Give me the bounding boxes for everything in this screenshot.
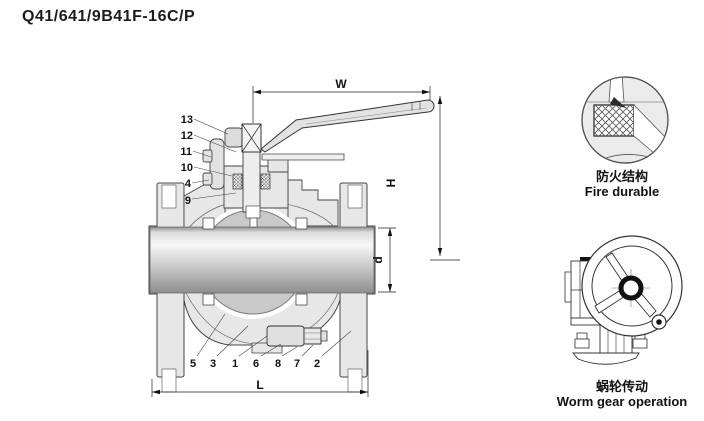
- ball-seats: [202, 217, 308, 306]
- gland-bolt-assembly: [202, 138, 225, 190]
- valve-cross-section: [148, 99, 435, 393]
- dim-label-W: W: [335, 77, 347, 91]
- dim-label-H: H: [384, 179, 398, 188]
- part-label-10: 10: [181, 162, 193, 174]
- part-label-12: 12: [181, 130, 193, 142]
- dimension-lines: [151, 86, 460, 397]
- page-title: Q41/641/9B41F-16C/P: [22, 8, 196, 25]
- part-label-5: 5: [190, 358, 196, 370]
- stem-nut-left: [224, 127, 244, 148]
- part-label-4: 4: [185, 178, 192, 190]
- part-label-2: 2: [314, 358, 320, 370]
- ball-stem-slot: [245, 205, 261, 228]
- handle-stop-plate: [261, 153, 345, 161]
- part-label-11: 11: [180, 146, 192, 158]
- part-label-7: 7: [294, 358, 300, 370]
- worm-gear-label-zh: 蜗轮传动: [596, 379, 648, 394]
- part-numbers-bottom: 5 3 1 6 8 7 2: [190, 358, 320, 370]
- callout-leaders: [191, 118, 352, 357]
- part-label-9: 9: [185, 195, 191, 207]
- worm-gear-detail: 蜗轮传动 Worm gear operation: [557, 235, 688, 409]
- fire-durable-label-en: Fire durable: [585, 184, 659, 199]
- body-right-steps: [287, 179, 339, 227]
- part-label-6: 6: [253, 358, 259, 370]
- part-label-1: 1: [232, 358, 238, 370]
- stem-top-nut: [241, 123, 262, 153]
- part-numbers-left: 13 12 11 10 4 9: [180, 114, 193, 207]
- fire-durable-label-zh: 防火结构: [596, 169, 648, 184]
- dim-label-L: L: [256, 378, 263, 392]
- pipe-bore: [149, 226, 375, 294]
- fire-durable-detail: 防火结构 Fire durable: [581, 76, 669, 199]
- part-label-13: 13: [181, 114, 193, 126]
- stem-column: [242, 149, 261, 213]
- packing-right: [260, 173, 271, 190]
- part-label-3: 3: [210, 358, 216, 370]
- lever-handle: [260, 99, 435, 153]
- part-label-8: 8: [275, 358, 281, 370]
- worm-gear-label-en: Worm gear operation: [557, 394, 688, 409]
- dim-label-d: d: [371, 256, 385, 263]
- packing-left: [232, 173, 243, 190]
